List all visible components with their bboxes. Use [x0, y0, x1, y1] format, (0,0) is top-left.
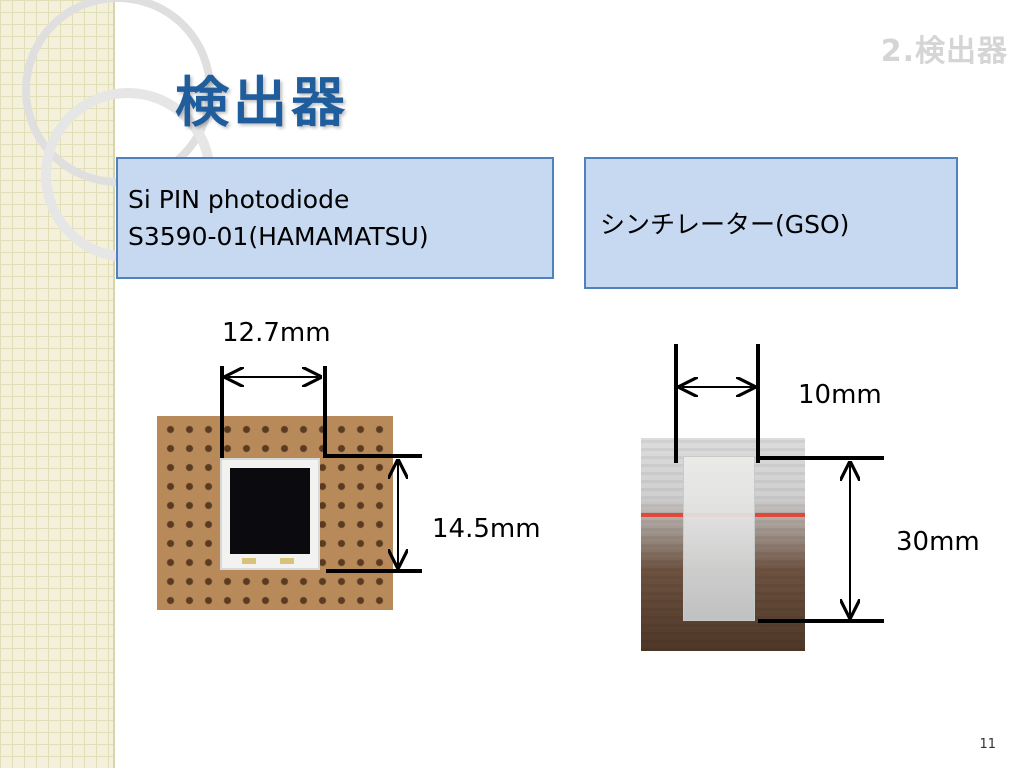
page-number: 11: [979, 737, 996, 752]
gso-crystal-photo: [641, 438, 805, 651]
photodiode-model: S3590-01(HAMAMATSU): [128, 222, 429, 251]
photodiode-name: Si PIN photodiode: [128, 185, 350, 214]
slide-title: 検出器: [175, 71, 349, 134]
gso-height-label: 30mm: [896, 527, 980, 557]
gso-crystal: [683, 456, 755, 621]
photodiode-height-label: 14.5mm: [432, 514, 541, 544]
photodiode-photo: [157, 416, 393, 610]
gso-width-label: 10mm: [798, 380, 882, 410]
section-label: 2.検出器: [880, 34, 1008, 69]
scintillator-box: シンチレーター(GSO): [584, 157, 958, 289]
photodiode-width-label: 12.7mm: [222, 318, 331, 348]
photodiode-box: Si PIN photodiode S3590-01(HAMAMATSU): [116, 157, 554, 279]
sidebar-divider: [113, 0, 115, 768]
scintillator-name: シンチレーター(GSO): [600, 210, 850, 239]
photodiode-chip: [220, 458, 320, 570]
